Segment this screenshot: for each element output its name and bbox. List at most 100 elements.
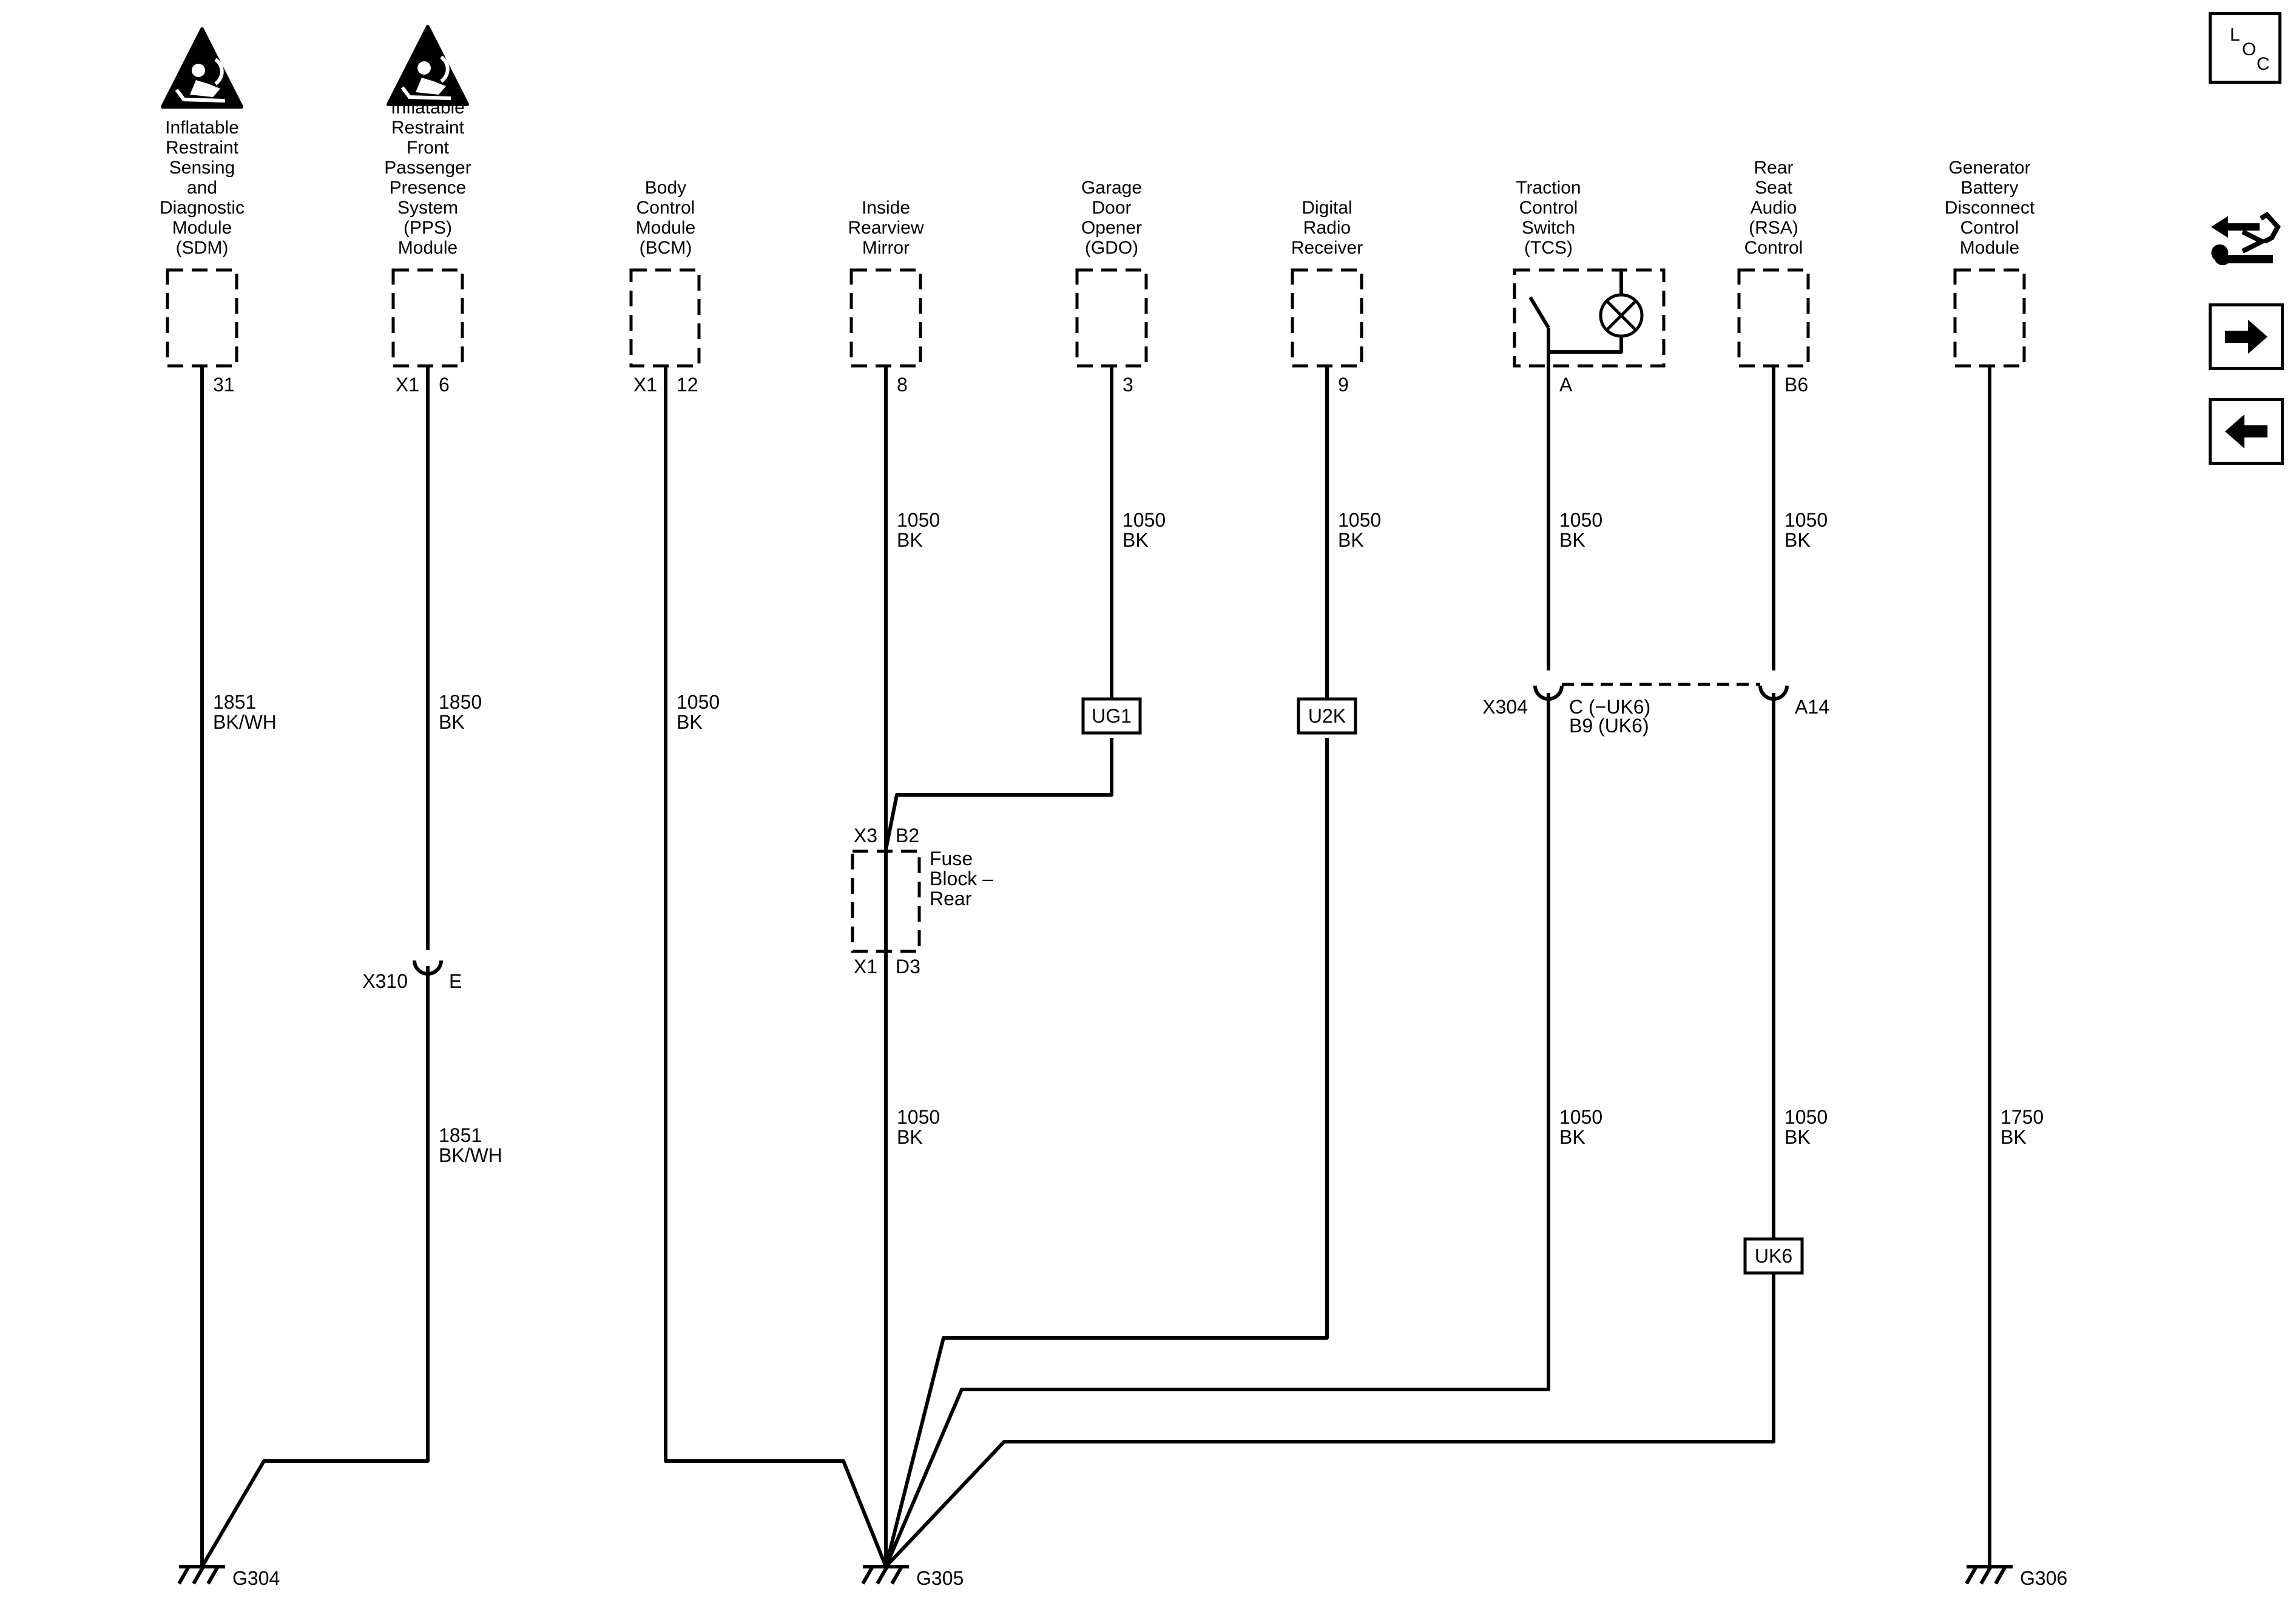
- fuse-block-rear: [851, 849, 921, 953]
- module-name-line: Restraint: [166, 138, 239, 158]
- module-name-line: Module: [1960, 238, 2019, 258]
- wire-circuit-number: 1851: [439, 1124, 482, 1146]
- next-page-button[interactable]: [2209, 303, 2284, 370]
- module-name-line: Module: [636, 218, 695, 238]
- tcs-lamp-icon: [1599, 293, 1644, 338]
- connector-x310-symbol: [413, 939, 443, 976]
- wire-color: BK: [1338, 529, 1364, 551]
- loc-letter-l: L: [2230, 25, 2240, 45]
- fuse-block-label-1: Fuse: [930, 848, 973, 869]
- option-box-uk6: UK6: [1743, 1237, 1804, 1275]
- module-name-line: and: [187, 178, 217, 198]
- module-name-line: Restraint: [391, 118, 465, 138]
- module-name-line: Control: [1744, 238, 1803, 258]
- pin-number-label: A: [1559, 374, 1573, 396]
- wire-circuit-number: 1050: [897, 509, 940, 531]
- wire-circuit-number: 1050: [677, 691, 720, 713]
- module-name-line: Opener: [1081, 218, 1142, 238]
- pin-connector-label: X1: [633, 374, 657, 396]
- x304-pin-b9: B9 (UK6): [1569, 715, 1649, 737]
- connector-end-view-icon[interactable]: [2206, 205, 2285, 284]
- x304-pin-a14: A14: [1795, 696, 1829, 718]
- module-name-line: Audio: [1751, 198, 1797, 218]
- module-name-line: Digital: [1302, 198, 1352, 218]
- module-name-line: Front: [407, 138, 450, 158]
- wire-color: BK: [1784, 529, 1811, 551]
- arrow-right-icon: [2225, 320, 2267, 354]
- x310-pin: E: [449, 970, 462, 992]
- pin-number-label: 31: [213, 374, 235, 396]
- wire-circuit-number: 1750: [2001, 1106, 2044, 1128]
- fuse-block-label-2: Block –: [930, 868, 993, 890]
- module-name-line: (GDO): [1085, 238, 1138, 258]
- module-name-line: Mirror: [862, 238, 910, 258]
- wire-circuit-number: 1851: [213, 691, 256, 713]
- previous-page-button[interactable]: [2209, 398, 2284, 465]
- module-name-line: (SDM): [176, 238, 229, 258]
- loc-button[interactable]: L O C: [2209, 12, 2281, 84]
- fuse-top-conn: X3: [854, 825, 877, 846]
- x304-pin-c: C (−UK6): [1569, 696, 1650, 718]
- svg-text:UG1: UG1: [1092, 705, 1132, 727]
- module-name-line: Control: [636, 198, 695, 218]
- airbag-warning-icon: [387, 25, 469, 106]
- module-name-line: Door: [1092, 198, 1131, 218]
- wire-color: BK: [677, 711, 703, 733]
- airbag-warning-icon: [161, 27, 243, 109]
- wire-circuit-number: 1050: [897, 1106, 940, 1128]
- module-name-line: Control: [1519, 198, 1578, 218]
- wire-color: BK/WH: [439, 1144, 502, 1166]
- wire-circuit-number: 1050: [1559, 509, 1602, 531]
- wire-circuit-number: 1050: [1784, 1106, 1828, 1128]
- ground-g306-icon: [1965, 1565, 2013, 1585]
- wire-color: BK: [1559, 1126, 1585, 1148]
- wire-color: BK: [1559, 529, 1585, 551]
- pin-number-label: 9: [1338, 374, 1349, 396]
- module-name-line: Inflatable: [391, 98, 465, 118]
- module-name-line: Passenger: [384, 158, 471, 178]
- module-name-line: Diagnostic: [160, 198, 245, 218]
- loc-letter-o: O: [2242, 39, 2256, 59]
- wires: [200, 366, 1991, 1568]
- wire-color: BK: [1784, 1126, 1811, 1148]
- loc-letter-c: C: [2257, 54, 2270, 74]
- x310-label: X310: [362, 970, 408, 992]
- module-name-line: Rearview: [848, 218, 923, 238]
- module-name-line: (BCM): [640, 238, 692, 258]
- option-box-u2k: U2K: [1297, 697, 1357, 735]
- pin-connector-label: X1: [396, 374, 419, 396]
- fuse-bottom-pin: D3: [896, 956, 920, 977]
- module-name-line: Module: [398, 238, 458, 258]
- module-name-line: Battery: [1960, 178, 2018, 198]
- wire-color: BK: [2001, 1126, 2027, 1148]
- module-name-line: Control: [1960, 218, 2019, 238]
- wire-color: BK: [1123, 529, 1149, 551]
- module-name-line: Garage: [1081, 178, 1142, 198]
- pin-number-label: 3: [1123, 374, 1133, 396]
- fuse-block-label-3: Rear: [930, 888, 972, 910]
- fuse-top-pin: B2: [896, 825, 919, 846]
- module-name-line: Seat: [1755, 178, 1792, 198]
- tcs-switch-symbol: [1528, 270, 1623, 366]
- option-box-ug1: UG1: [1081, 697, 1142, 735]
- module-name-line: Traction: [1516, 178, 1581, 198]
- wire-color: BK: [897, 1126, 923, 1148]
- module-name-line: Receiver: [1291, 238, 1363, 258]
- module-boxes: [166, 268, 2026, 368]
- ground-g305-icon: [861, 1565, 909, 1585]
